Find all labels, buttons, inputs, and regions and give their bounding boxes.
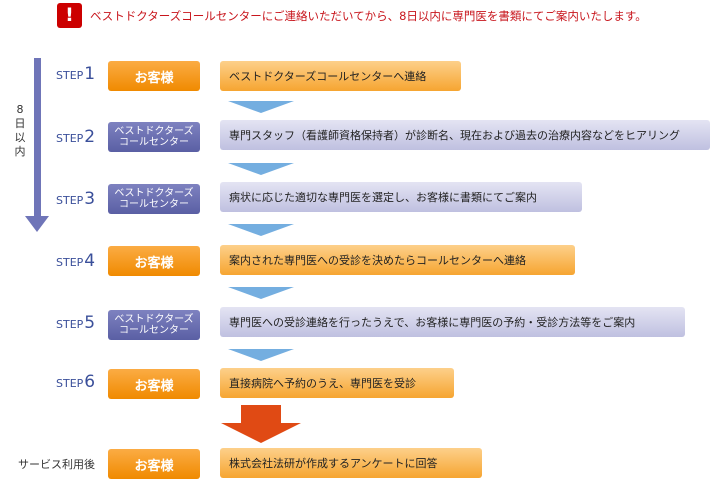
step-prefix: STEP (56, 132, 84, 145)
step-6-actor: お客様 (108, 369, 200, 399)
actor-line-1: ベストドクターズ (114, 188, 194, 199)
flow-arrow-icon (228, 101, 294, 113)
step-3-actor: ベストドクターズコールセンター (108, 184, 200, 214)
range-label: 8日以内 (14, 103, 26, 158)
step-4-label: STEP4 (56, 251, 95, 271)
after-service-description: 株式会社法研が作成するアンケートに回答 (220, 448, 482, 478)
step-number: 3 (84, 189, 96, 209)
step-3-label: STEP3 (56, 189, 95, 209)
range-arrow-head-icon (25, 216, 49, 232)
step-1-actor: お客様 (108, 61, 200, 91)
step-number: 6 (84, 372, 96, 392)
flow-arrow-icon (228, 349, 294, 361)
step-prefix: STEP (56, 256, 84, 269)
actor-line-2: コールセンター (119, 325, 189, 336)
after-service-actor: お客様 (108, 449, 200, 479)
step-5-actor: ベストドクターズコールセンター (108, 310, 200, 340)
actor-line-1: ベストドクターズ (114, 314, 194, 325)
flow-arrow-icon (228, 287, 294, 299)
step-5-label: STEP5 (56, 313, 95, 333)
after-service-label: サービス利用後 (18, 458, 95, 471)
step-5-description: 専門医への受診連絡を行ったうえで、お客様に専門医の予約・受診方法等をご案内 (220, 307, 685, 337)
step-2-label: STEP2 (56, 127, 95, 147)
step-4-description: 案内された専門医への受診を決めたらコールセンターへ連絡 (220, 245, 575, 275)
step-6-description: 直接病院へ予約のうえ、専門医を受診 (220, 368, 454, 398)
step-prefix: STEP (56, 194, 84, 207)
step-prefix: STEP (56, 318, 84, 331)
step-prefix: STEP (56, 377, 84, 390)
flow-arrow-icon (228, 163, 294, 175)
step-2-description: 専門スタッフ（看護師資格保持者）が診断名、現在および過去の治療内容などをヒアリン… (220, 120, 710, 150)
step-2-actor: ベストドクターズコールセンター (108, 122, 200, 152)
step-3-description: 病状に応じた適切な専門医を選定し、お客様に書類にてご案内 (220, 182, 582, 212)
actor-line-1: ベストドクターズ (114, 126, 194, 137)
notice-text: ベストドクターズコールセンターにご連絡いただいてから、8日以内に専門医を書類にて… (90, 9, 647, 23)
step-number: 5 (84, 313, 96, 333)
range-arrow-line (34, 58, 41, 218)
step-1-label: STEP1 (56, 64, 95, 84)
flow-arrow-icon (228, 224, 294, 236)
step-4-actor: お客様 (108, 246, 200, 276)
step-number: 4 (84, 251, 96, 271)
step-number: 1 (84, 64, 96, 84)
actor-line-2: コールセンター (119, 199, 189, 210)
step-number: 2 (84, 127, 96, 147)
step-6-label: STEP6 (56, 372, 95, 392)
large-down-arrow-icon (221, 405, 301, 443)
step-1-description: ベストドクターズコールセンターへ連絡 (220, 61, 461, 91)
exclamation-icon: ! (57, 3, 82, 28)
actor-line-2: コールセンター (119, 137, 189, 148)
step-prefix: STEP (56, 69, 84, 82)
